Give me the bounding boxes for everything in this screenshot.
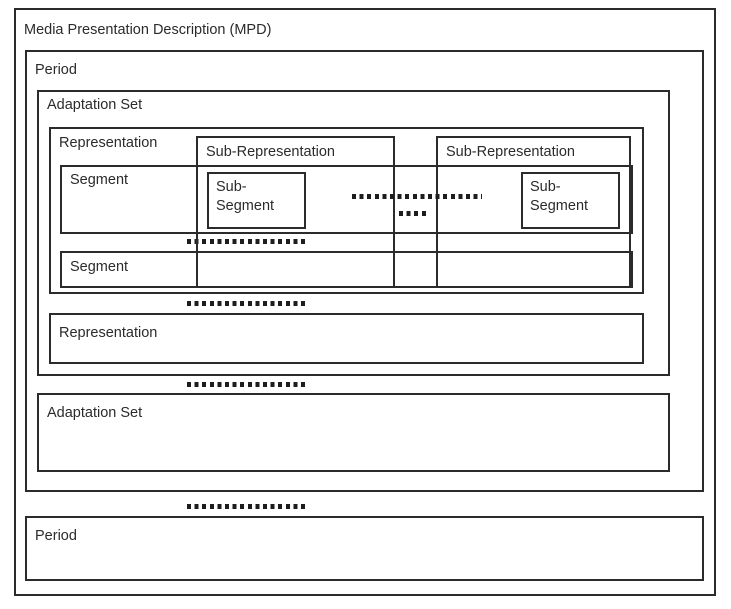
- sub-representation-separator-dots-short: [399, 211, 427, 216]
- sub-representation-2-box: [436, 136, 631, 288]
- segment-1-label: Segment: [70, 172, 129, 188]
- adaptation-set-1-label: Adaptation Set: [47, 97, 143, 113]
- adaptation-set-2-box: [37, 393, 670, 472]
- sub-representation-separator-dots: [352, 194, 482, 199]
- sub-representation-2-label: Sub-Representation: [446, 144, 575, 160]
- representation-1-label: Representation: [59, 135, 158, 151]
- representation-2-box: [49, 313, 644, 364]
- segment-2-box: [60, 251, 633, 288]
- sub-segment-2-label: Sub-Segment: [530, 179, 589, 214]
- representation-2-label: Representation: [59, 325, 158, 341]
- period-1-label: Period: [35, 62, 77, 78]
- period-separator-dots: [187, 504, 307, 509]
- period-2-box: [25, 516, 704, 581]
- sub-segment-2-box: [521, 172, 620, 229]
- adaptation-set-separator-dots: [187, 382, 307, 387]
- segment-separator-dots: [187, 239, 307, 244]
- mpd-label: Media Presentation Description (MPD): [24, 22, 272, 38]
- period-2-label: Period: [35, 528, 77, 544]
- adaptation-set-2-label: Adaptation Set: [47, 405, 143, 421]
- sub-segment-1-box: [207, 172, 306, 229]
- sub-representation-1-box: [196, 136, 395, 288]
- sub-segment-1-label: Sub-Segment: [216, 179, 275, 214]
- representation-separator-dots: [187, 301, 307, 306]
- sub-representation-1-label: Sub-Representation: [206, 144, 335, 160]
- segment-2-label: Segment: [70, 259, 129, 275]
